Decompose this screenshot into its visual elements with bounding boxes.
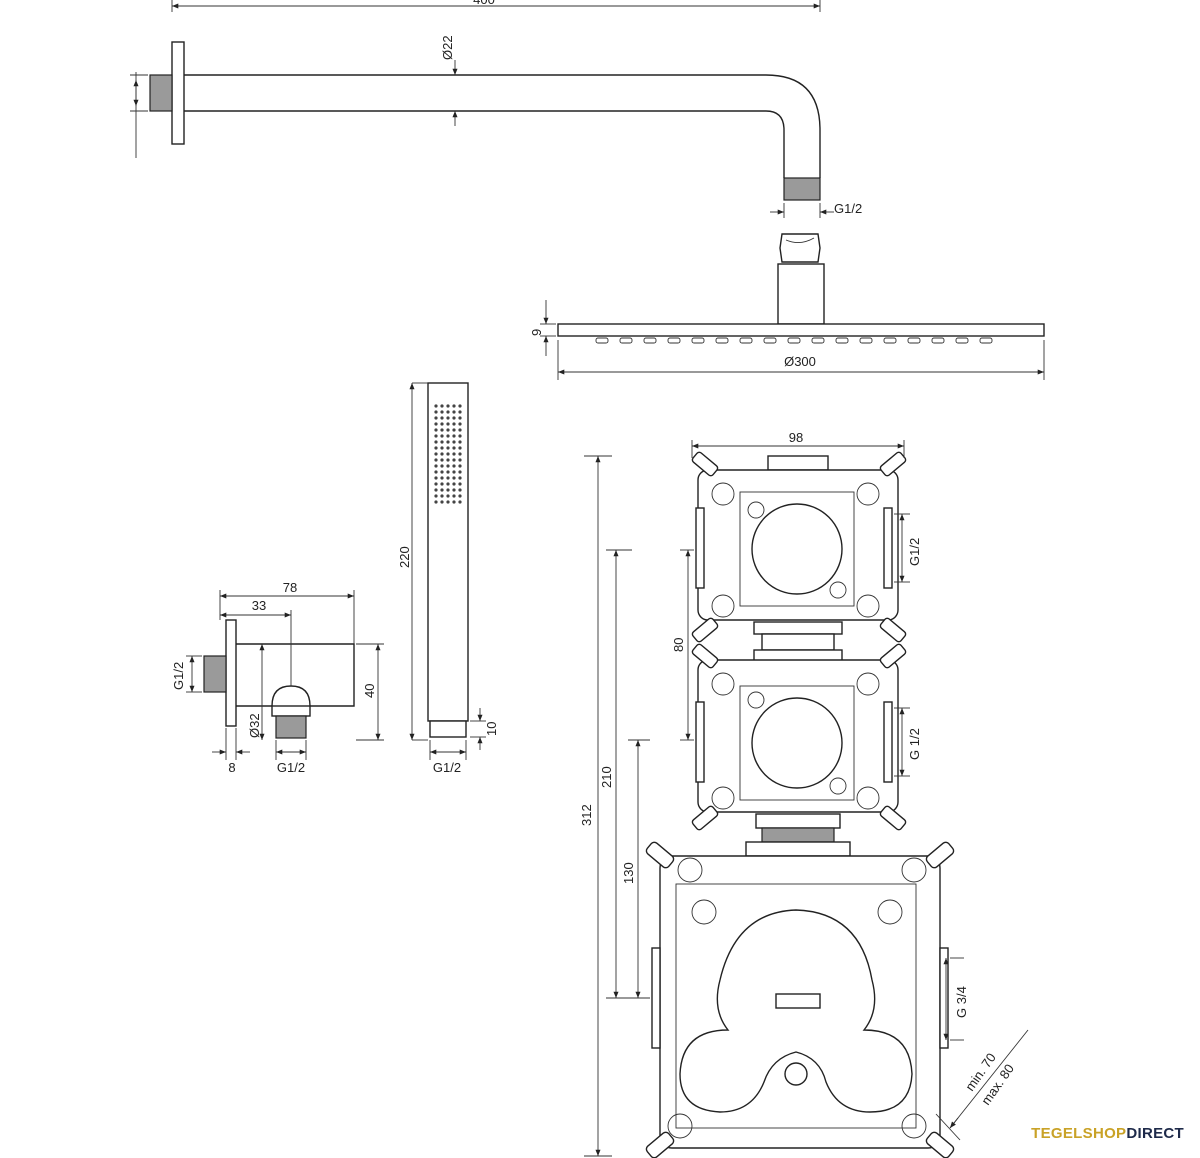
hand-shower-nozzles xyxy=(434,404,462,504)
label-box-130: 130 xyxy=(621,862,636,884)
concealed-box: 98 G1/2 G 1/2 G 3/4 80 210 130 xyxy=(579,430,1029,1158)
label-box-g12-top: G1/2 xyxy=(907,538,922,566)
brand-logo-part2: DIRECT xyxy=(1126,1125,1184,1142)
label-box-98: 98 xyxy=(789,430,803,445)
label-box-210: 210 xyxy=(599,766,614,788)
wall-outlet: 78 33 G1/2 40 Ø32 8 G1/2 xyxy=(171,580,384,775)
label-box-g12-mid: G 1/2 xyxy=(907,728,922,760)
label-box-g34: G 3/4 xyxy=(954,986,969,1018)
label-head-diameter: Ø300 xyxy=(784,354,816,369)
label-wall-33: 33 xyxy=(252,598,266,613)
label-wall-40: 40 xyxy=(362,684,377,698)
shower-arm: 400 Ø22 G1/2 xyxy=(130,0,862,218)
label-wall-78: 78 xyxy=(283,580,297,595)
label-box-312: 312 xyxy=(579,804,594,826)
label-hand-length: 220 xyxy=(397,546,412,568)
label-wall-8: 8 xyxy=(228,760,235,775)
nozzle-row xyxy=(595,337,993,344)
label-hand-thread: G1/2 xyxy=(433,760,461,775)
label-box-80: 80 xyxy=(671,638,686,652)
label-arm-diameter: Ø22 xyxy=(440,35,455,60)
label-head-height: 9 xyxy=(529,329,544,336)
brand-logo-part1: TEGELSHOP xyxy=(1031,1125,1127,1142)
label-arm-thread: G1/2 xyxy=(834,201,862,216)
label-wall-g12-bottom: G1/2 xyxy=(277,760,305,775)
label-top-width: 400 xyxy=(473,0,495,7)
shower-head: 9 Ø300 xyxy=(529,233,1045,380)
label-wall-g12-left: G1/2 xyxy=(171,662,186,690)
brand-logo: TEGELSHOPDIRECT xyxy=(1031,1125,1184,1142)
label-hand-tip: 10 xyxy=(484,722,499,736)
label-wall-d32: Ø32 xyxy=(247,713,262,738)
hand-shower: 220 10 G1/2 xyxy=(397,382,499,775)
